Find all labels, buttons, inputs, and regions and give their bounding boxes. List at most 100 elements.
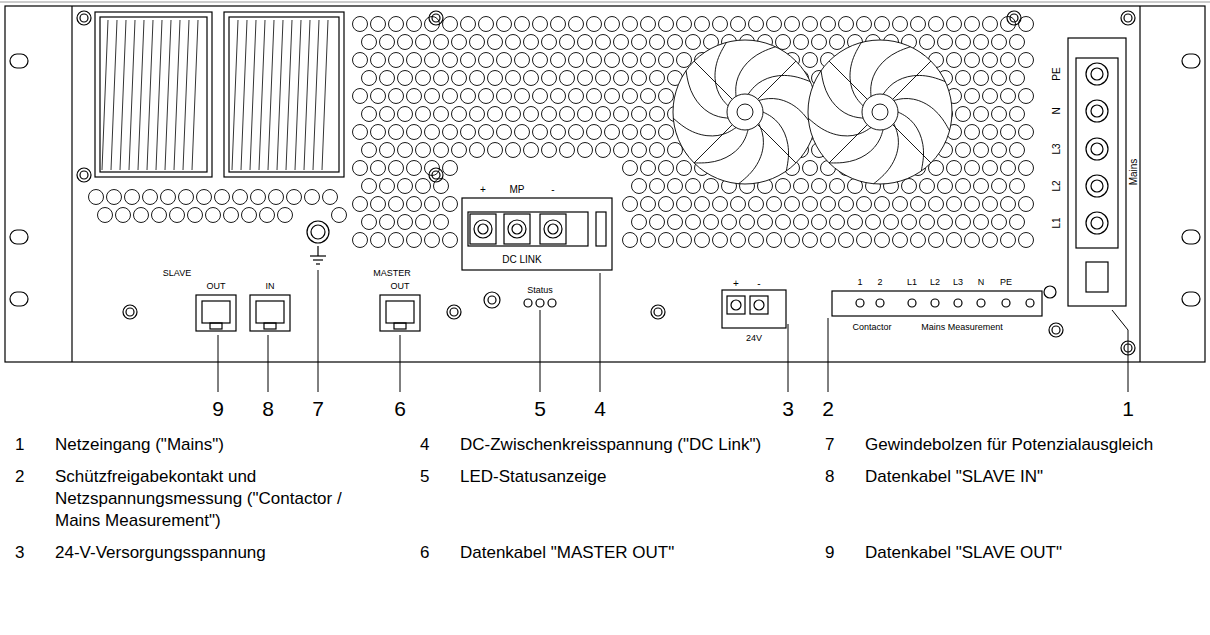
label-text: + [479,184,487,195]
label-text: 7 [312,397,324,420]
label-text: 4 [420,435,429,454]
label-text: LED-Statusanzeige [460,467,606,486]
label-text: 8 [825,467,834,486]
label-text: 2 [822,397,834,420]
port-label: IN [265,282,276,291]
label-text: IN [265,281,276,291]
label-text: 6 [420,543,429,562]
port-label: OUT [390,282,411,291]
label-text: 1 [1122,397,1134,420]
rack-holes [10,54,1200,306]
label-text: OUT [390,281,411,291]
callout-number: 8 [262,398,274,419]
label-text: L3 [952,277,964,287]
key-description: Netzeingang ("Mains") [55,434,390,456]
pin-label: N [977,278,986,287]
pin-label: 2 [876,278,883,287]
panel-edge [1139,6,1140,362]
label-text: Mains [1128,158,1139,187]
terminal-label: 24V [745,334,763,343]
frame-line [0,1,1210,3]
port-label: OUT [206,282,227,291]
label-text: Datenkabel "MASTER OUT" [460,543,674,562]
terminal-label: DC LINK [501,255,542,265]
terminal-label: Mains Measurement [920,323,1004,332]
led-label: Status [526,286,554,295]
pin-label: MP [509,185,526,195]
pin-label: - [756,279,761,289]
label-text: DC LINK [501,254,542,265]
key-number: 1 [15,434,24,456]
label-text: Netzeingang ("Mains") [55,435,224,454]
label-text: 8 [262,397,274,420]
label-text: 7 [825,435,834,454]
key-number: 7 [825,434,834,456]
label-text: L2 [929,277,941,287]
callout-number: 6 [394,398,406,419]
dc-link-terminal [462,198,612,270]
leader-lines [218,270,1128,392]
label-text: 24-V-Versorgungsspannung [55,543,266,562]
port-group-label: MASTER [372,269,412,278]
rack-panel [5,6,1205,362]
port-group-label: SLAVE [162,269,192,278]
label-text: 5 [420,467,429,486]
label-text: Gewindebolzen für Potenzialausgleich [865,435,1153,454]
label-text: 9 [212,397,224,420]
label-text: - [550,184,555,195]
key-description: DC-Zwischenkreisspannung ("DC Link") [460,434,795,456]
key-number: 8 [825,466,834,488]
pin-label: + [479,185,487,195]
label-text: 3 [782,397,794,420]
label-text: N [977,277,986,287]
label-text: PE [1051,66,1062,81]
label-text: L3 [1051,142,1062,155]
pin-label: L3 [1052,142,1062,155]
pin-label: L2 [1052,179,1062,192]
pin-label: N [1052,106,1062,115]
label-text: OUT [206,281,227,291]
label-text: Contactor [851,322,892,332]
callout-number: 7 [312,398,324,419]
label-text: MASTER [372,268,412,278]
key-description: Gewindebolzen für Potenzialausgleich [865,434,1200,456]
key-description: 24-V-Versorgungsspannung [55,542,390,564]
label-text: Datenkabel "SLAVE IN" [865,467,1043,486]
label-text: L1 [906,277,918,287]
terminal-label: Contactor [851,323,892,332]
callout-number: 2 [822,398,834,419]
pin-label: 1 [856,278,863,287]
supply-terminal [722,290,786,328]
fan-grille [95,12,344,177]
key-number: 9 [825,542,834,564]
label-text: 24V [745,333,763,343]
callout-number: 1 [1122,398,1134,419]
mains-terminal [1068,38,1126,306]
terminal-label: Mains [1129,158,1139,187]
label-text: L2 [1051,179,1062,192]
contactor-terminal [832,286,1056,316]
key-number: 2 [15,466,24,488]
pin-label: L1 [1052,216,1062,229]
key-number: 6 [420,542,429,564]
key-description: Datenkabel "SLAVE IN" [865,466,1200,488]
panel-screws [77,11,1135,355]
pin-label: + [732,279,740,289]
key-description: Datenkabel "MASTER OUT" [460,542,795,564]
equipotential-stud [307,221,329,264]
label-text: 2 [15,467,24,486]
callout-number: 5 [534,398,546,419]
callout-number: 3 [782,398,794,419]
pin-label: L3 [952,278,964,287]
callout-number: 4 [594,398,606,419]
status-leds [524,299,556,307]
pin-label: PE [1052,66,1062,81]
label-text: + [732,278,740,289]
panel-edge [71,6,72,362]
key-number: 3 [15,542,24,564]
label-text: 9 [825,543,834,562]
callout-number: 9 [212,398,224,419]
label-text: L1 [1051,216,1062,229]
label-text: N [1051,106,1062,115]
